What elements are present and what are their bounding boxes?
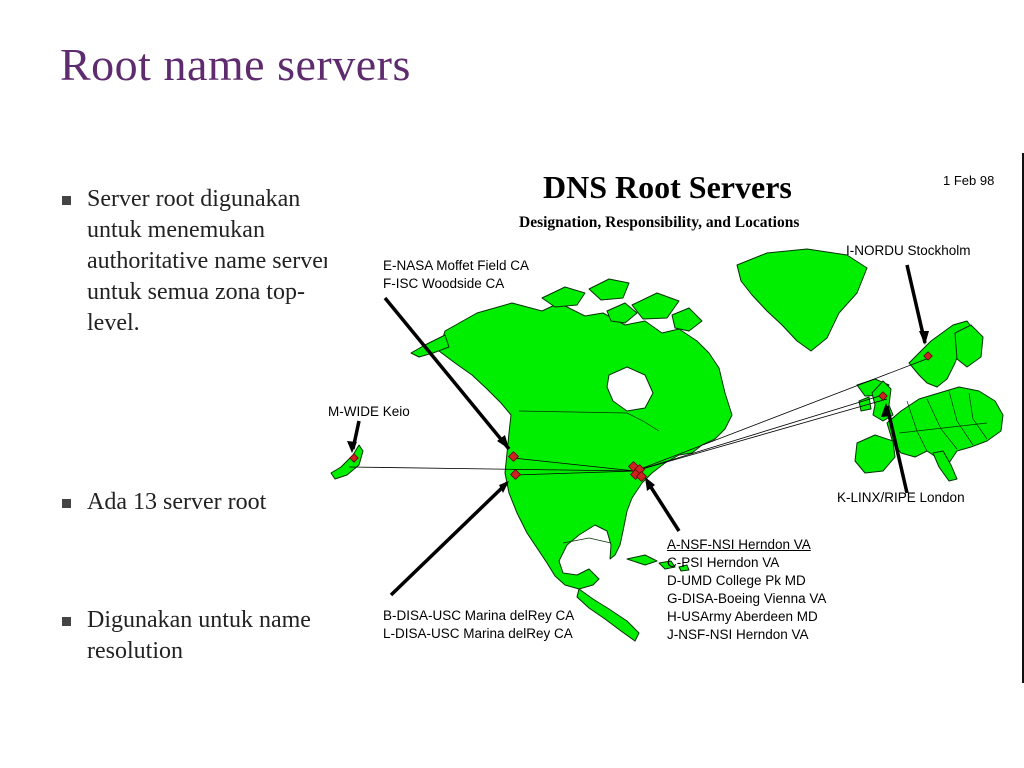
- bullet-text: Server root digunakan untuk menemukan au…: [87, 186, 341, 336]
- arrowhead-icon: [919, 331, 929, 345]
- figure-subtitle: Designation, Responsibility, and Locatio…: [519, 214, 800, 231]
- server-label: L-DISA-USC Marina delRey CA: [383, 626, 573, 641]
- greenland: [736, 248, 868, 352]
- japan: [330, 444, 364, 480]
- arrowhead-icon: [347, 441, 357, 453]
- arctic-island: [541, 286, 586, 308]
- figure-right-border: [1022, 153, 1024, 683]
- arrowhead-icon: [497, 435, 509, 449]
- server-label: K-LINX/RIPE London: [837, 490, 965, 505]
- label-k: K-LINX/RIPE London: [837, 489, 965, 507]
- caribbean-island: [626, 554, 658, 566]
- bullet-marker-icon: [62, 499, 71, 508]
- finland: [954, 324, 984, 368]
- arrowhead-icon: [645, 477, 655, 491]
- label-m: M-WIDE Keio: [328, 403, 410, 421]
- server-marker-icon: [878, 391, 888, 401]
- dns-root-servers-figure: DNS Root Servers Designation, Responsibi…: [327, 153, 1024, 683]
- bullet-item: Ada 13 server root: [60, 487, 350, 518]
- server-label: F-ISC Woodside CA: [383, 276, 505, 291]
- server-marker-icon: [509, 468, 522, 481]
- arrowhead-icon: [499, 481, 509, 493]
- iberia: [854, 434, 896, 474]
- arctic-island: [606, 302, 638, 324]
- arctic-island: [588, 278, 630, 301]
- bullet-marker-icon: [62, 196, 71, 205]
- world-map: [330, 248, 1004, 642]
- bullet-text: Ada 13 server root: [87, 489, 267, 515]
- arrow-a: [645, 480, 681, 532]
- label-ef: E-NASA Moffet Field CA F-ISC Woodside CA: [383, 257, 529, 293]
- label-a-group: A-NSF-NSI Herndon VA C-PSI Herndon VA D-…: [667, 536, 826, 644]
- arrow-ef: [383, 296, 511, 451]
- figure-date: 1 Feb 98: [943, 173, 995, 188]
- server-label: I-NORDU Stockholm: [846, 243, 971, 258]
- slide-title: Root name servers: [60, 39, 411, 90]
- arctic-island: [631, 292, 680, 320]
- label-bl: B-DISA-USC Marina delRey CA L-DISA-USC M…: [383, 607, 574, 643]
- server-label: D-UMD College Pk MD: [667, 573, 806, 588]
- bullet-text: Digunakan untuk name resolution: [87, 607, 311, 664]
- caribbean-island: [678, 564, 690, 572]
- server-marker-icon: [923, 351, 933, 361]
- server-marker-icon: [635, 470, 648, 483]
- server-label: A-NSF-NSI Herndon VA: [667, 537, 811, 552]
- central-america: [576, 588, 640, 642]
- server-label: J-NSF-NSI Herndon VA: [667, 627, 809, 642]
- ireland: [858, 396, 872, 412]
- server-label: C-PSI Herndon VA: [667, 555, 780, 570]
- caribbean-island: [658, 560, 676, 570]
- bullet-marker-icon: [62, 617, 71, 626]
- arrow-k: [885, 405, 909, 494]
- server-label: H-USArmy Aberdeen MD: [667, 609, 818, 624]
- bullet-item: Server root digunakan untuk menemukan au…: [60, 184, 350, 339]
- server-label: G-DISA-Boeing Vienna VA: [667, 591, 827, 606]
- arrowhead-icon: [881, 403, 891, 417]
- arrow-i: [905, 264, 927, 344]
- hudson-bay: [606, 366, 654, 412]
- north-america-landmass: [438, 302, 733, 590]
- figure-title: DNS Root Servers: [543, 169, 792, 205]
- continental-europe: [886, 386, 1004, 464]
- italy: [932, 450, 958, 482]
- server-label: M-WIDE Keio: [328, 404, 410, 419]
- server-label: E-NASA Moffet Field CA: [383, 258, 530, 273]
- arrow-bl: [389, 481, 509, 597]
- server-marker-icon: [349, 453, 359, 463]
- label-i: I-NORDU Stockholm: [846, 242, 971, 260]
- server-label: B-DISA-USC Marina delRey CA: [383, 608, 575, 623]
- arctic-island: [671, 307, 703, 332]
- bullet-item: Digunakan untuk name resolution: [60, 605, 350, 667]
- server-marker-icon: [507, 450, 520, 463]
